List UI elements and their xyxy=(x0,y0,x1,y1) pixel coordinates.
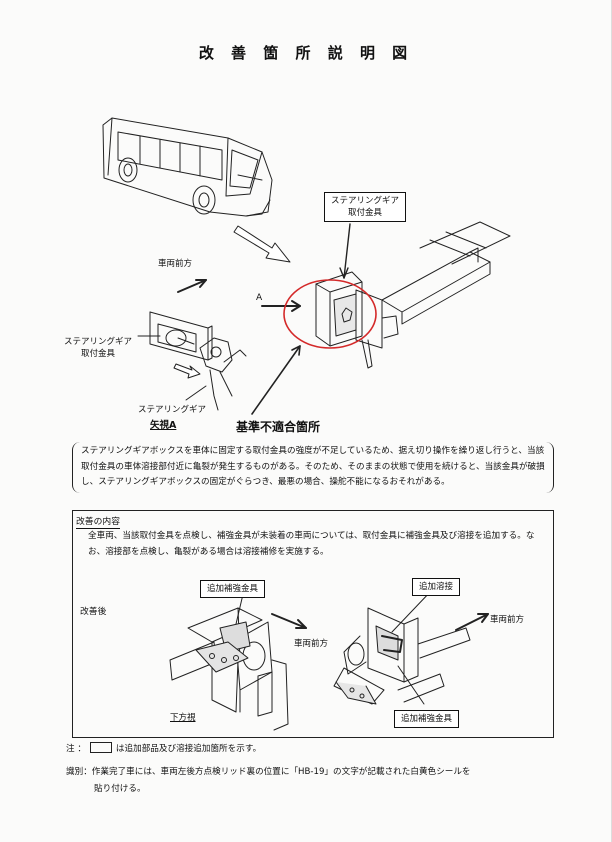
identification-text: 識別：作業完了車には、車両左後方点検リッド裏の位置に「HB-19」の文字が記載さ… xyxy=(66,764,566,798)
label-added-reinforcement-left: 追加補強金具 xyxy=(200,580,266,598)
highlight-circle xyxy=(283,279,377,349)
label-added-weld: 追加溶接 xyxy=(412,578,461,596)
chassis-frame-illustration xyxy=(315,221,511,369)
steering-gear-arrow xyxy=(173,363,201,379)
label-vehicle-front-mid: 車両前方 xyxy=(294,639,329,649)
nonconformity-heading: 基準不適合箇所 xyxy=(236,420,321,434)
note-text: は追加部品及び溶接追加箇所を示す。 xyxy=(115,744,262,754)
improvement-text: 全車両、当該取付金具を点検し、補強金具が未装着の車両については、取付金具に補強金… xyxy=(88,531,535,557)
vehicle-front-arrow-top xyxy=(177,279,207,293)
vehicle-front-arrow-right xyxy=(455,613,489,631)
note-line: 注 ： は追加部品及び溶接追加箇所を示す。 xyxy=(66,742,261,754)
label-vehicle-front-right: 車両前方 xyxy=(490,615,525,625)
label-view-a-marker: A xyxy=(256,293,263,303)
nonconformity-text: ステアリングギアボックスを車体に固定する取付金具の強度が不足しているため、据え切… xyxy=(72,442,554,493)
after-improvement-label: 改善後 xyxy=(80,607,107,617)
view-a-illustration xyxy=(149,311,247,411)
added-part-legend-box xyxy=(89,742,112,753)
label-added-reinforcement-right: 追加補強金具 xyxy=(394,710,460,728)
vehicle-front-arrow-mid xyxy=(271,613,307,629)
after-right-illustration xyxy=(333,607,471,705)
bus-illustration xyxy=(102,117,273,217)
after-left-illustration xyxy=(169,607,289,731)
identification-line-1: 識別：作業完了車には、車両左後方点検リッド裏の位置に「HB-19」の文字が記載さ… xyxy=(66,767,471,777)
label-bottom-view: 下方視 xyxy=(170,713,196,723)
direction-arrow-large xyxy=(233,225,291,263)
label-vehicle-front-top: 車両前方 xyxy=(158,259,193,269)
label-steering-gear: ステアリングギア xyxy=(138,405,207,415)
label-view-a: 矢視A xyxy=(150,420,177,431)
improvement-box xyxy=(72,510,554,738)
identification-line-2: 貼り付ける。 xyxy=(94,784,146,794)
label-steering-gear-bracket-top: ステアリングギア 取付金具 xyxy=(324,192,407,222)
improvement-heading: 改善の内容 xyxy=(76,514,120,529)
page-title: 改 善 箇 所 説 明 図 xyxy=(198,44,414,62)
label-steering-gear-bracket-left: ステアリングギア 取付金具 xyxy=(64,337,133,359)
note-prefix: 注 ： xyxy=(66,744,86,754)
